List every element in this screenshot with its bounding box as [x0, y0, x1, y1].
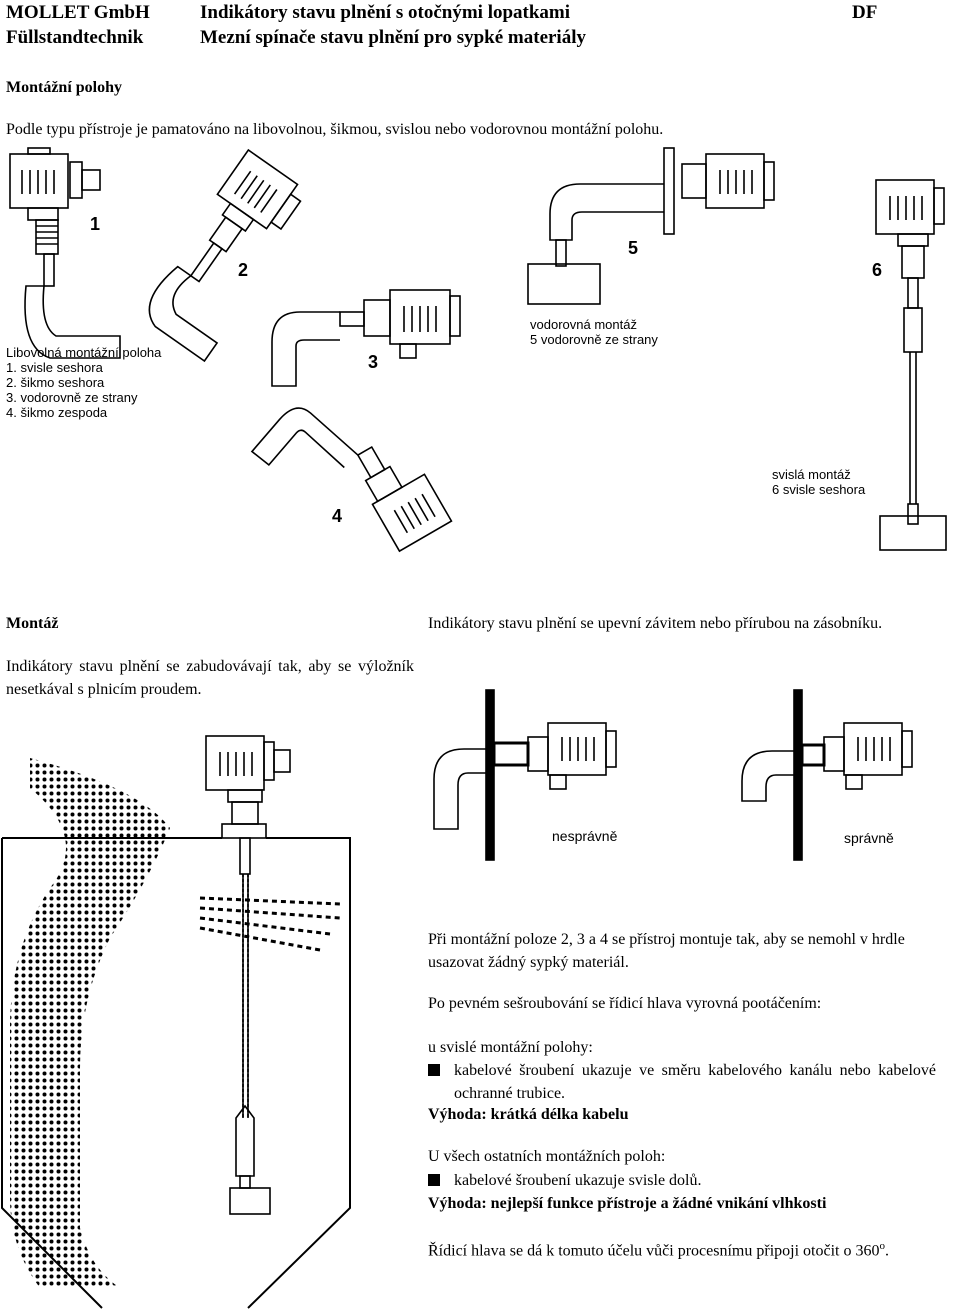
other-positions-benefit: Výhoda: nejlepší funkce přístroje a žádn… — [428, 1195, 827, 1212]
position-number-2: 2 — [238, 260, 248, 280]
rotation-note-end: . — [884, 1242, 889, 1260]
legend-line: 5 vodorovně ze strany — [530, 332, 658, 347]
label-correct: správně — [844, 830, 894, 846]
mounting-positions-figure: 1 2 3 4 5 6 — [9, 147, 947, 553]
device-2-drawing — [148, 148, 302, 363]
legend-line: 2. šikmo seshora — [6, 375, 105, 390]
device-5-drawing — [527, 147, 775, 305]
rotation-note-text: Řídicí hlava se dá k tomuto účelu vůči p… — [428, 1242, 880, 1260]
legend-horizontal-mounting: vodorovná montáž 5 vodorovně ze strany — [530, 317, 658, 347]
legend-line: vodorovná montáž — [530, 317, 637, 332]
material-stream — [10, 758, 170, 1288]
section-heading-mounting-positions: Montážní polohy — [6, 79, 123, 96]
company-name: MOLLET GmbH — [6, 2, 150, 23]
section-intro: Podle typu přístroje je pamatováno na li… — [6, 121, 664, 138]
position-number-4: 4 — [332, 506, 342, 526]
material-spray — [199, 896, 341, 952]
device-4-drawing — [250, 407, 453, 553]
product-code: DF — [852, 2, 878, 23]
mounting-right-text: Indikátory stavu plnění se upevní závite… — [428, 615, 883, 632]
instruction-p1: Při montážní poloze 2, 3 a 4 se přístroj… — [428, 931, 905, 971]
legend-line: 1. svisle seshora — [6, 360, 103, 375]
section-heading-mounting: Montáž — [6, 615, 59, 632]
wrong-mounting-drawing — [433, 689, 617, 861]
legend-arbitrary-positions: Libovolná montážní poloha 1. svisle sesh… — [6, 345, 161, 420]
document-subtitle: Mezní spínače stavu plnění pro sypké mat… — [200, 27, 586, 48]
other-positions-heading: U všech ostatních montážních poloh: — [428, 1148, 666, 1165]
legend-line: 6 svisle seshora — [772, 482, 866, 497]
right-mounting-drawing — [741, 689, 913, 861]
bullet-square-icon — [428, 1174, 440, 1186]
degree-superscript: o — [879, 1240, 885, 1252]
other-positions-bullet: kabelové šroubení ukazuje svisle dolů. — [428, 1169, 702, 1192]
bullet-square-icon — [428, 1064, 440, 1076]
device-1-drawing — [9, 147, 121, 359]
vertical-position-bullet-text: kabelové šroubení ukazuje ve směru kabel… — [454, 1062, 936, 1102]
label-wrong: nesprávně — [552, 828, 618, 844]
rotation-note: Řídicí hlava se dá k tomuto účelu vůči p… — [428, 1235, 938, 1262]
mounting-left-text: Indikátory stavu plnění se zabudovávají … — [6, 658, 414, 698]
wall-mounting-figure — [433, 689, 913, 861]
position-number-5: 5 — [628, 238, 638, 258]
device-6-drawing — [875, 179, 947, 551]
document-title: Indikátory stavu plnění s otočnými lopat… — [200, 2, 571, 23]
silo-figure — [1, 735, 351, 1309]
legend-line: Libovolná montážní poloha — [6, 345, 162, 360]
vertical-position-heading: u svislé montážní polohy: — [428, 1039, 593, 1056]
vertical-position-bullet: kabelové šroubení ukazuje ve směru kabel… — [428, 1059, 938, 1105]
position-number-1: 1 — [90, 214, 100, 234]
silo-device — [205, 735, 291, 1215]
legend-line: 4. šikmo zespoda — [6, 405, 108, 420]
position-number-6: 6 — [872, 260, 882, 280]
legend-line: svislá montáž — [772, 467, 851, 482]
legend-line: 3. vodorovně ze strany — [6, 390, 138, 405]
company-subtitle: Füllstandtechnik — [6, 27, 144, 48]
position-number-3: 3 — [368, 352, 378, 372]
vertical-position-benefit: Výhoda: krátká délka kabelu — [428, 1106, 629, 1123]
device-3-drawing — [271, 289, 461, 387]
instruction-p2: Po pevném sešroubování se řídicí hlava v… — [428, 995, 822, 1012]
legend-vertical-mounting: svislá montáž 6 svisle seshora — [772, 467, 865, 497]
other-positions-bullet-text: kabelové šroubení ukazuje svisle dolů. — [454, 1172, 702, 1189]
